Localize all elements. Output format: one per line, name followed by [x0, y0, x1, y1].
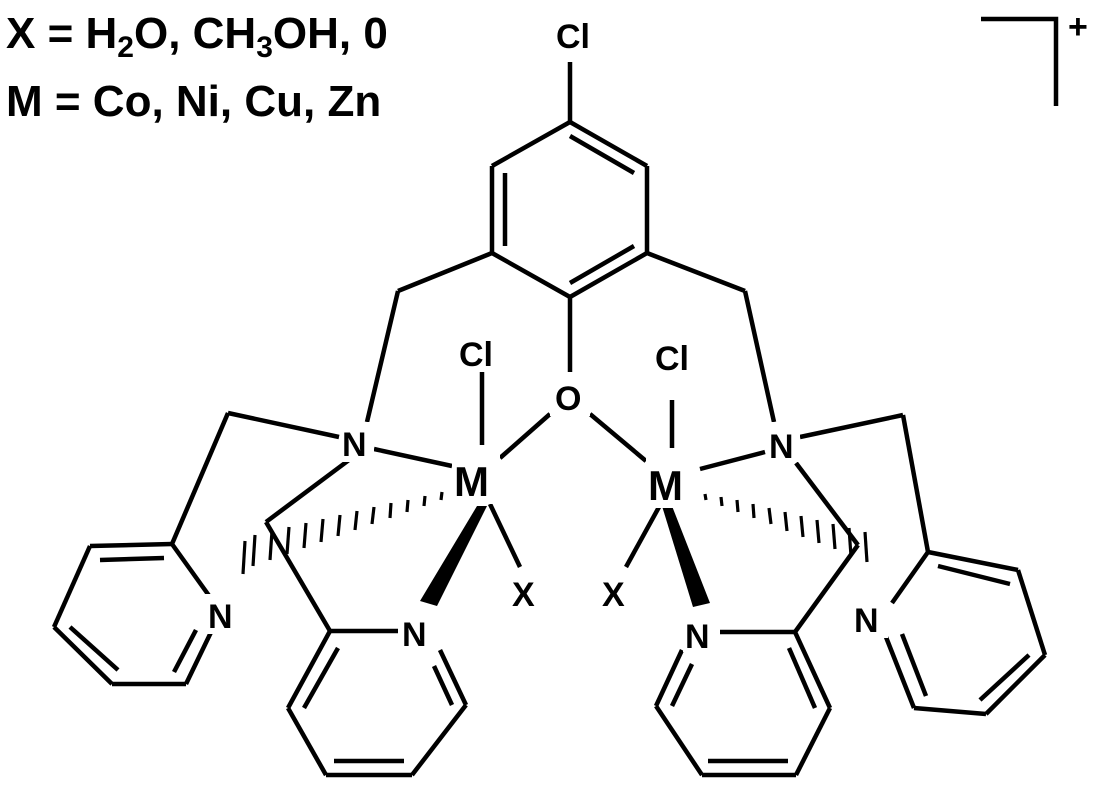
- label-right-metal: M: [648, 462, 683, 509]
- left-inner-pyridine: [286, 628, 469, 778]
- label-right-amine-n: N: [769, 428, 794, 466]
- left-hashed-bond: [241, 487, 461, 575]
- atom-labels: Cl O Cl Cl M M N N X X N N N N: [205, 14, 888, 656]
- benzylic-arms: [364, 250, 777, 423]
- label-left-apical-cl: Cl: [459, 336, 493, 374]
- label-left-x: X: [512, 576, 535, 614]
- right-hashed-bond: [703, 493, 869, 563]
- left-wedge-bond: [420, 506, 487, 606]
- label-right-x: X: [602, 576, 625, 614]
- label-left-inner-pyridine-n: N: [402, 616, 427, 654]
- label-left-outer-pyridine-n: N: [208, 598, 233, 636]
- left-coordination-sphere: [51, 372, 552, 778]
- label-phenoxo-o: O: [555, 380, 581, 418]
- label-left-metal: M: [454, 458, 489, 505]
- left-outer-pyridine: [51, 541, 217, 687]
- right-outer-pyridine: [881, 549, 1048, 717]
- right-wedge-bond: [662, 506, 710, 607]
- central-aryl-ring: [489, 62, 650, 372]
- label-right-outer-pyridine-n: N: [854, 602, 879, 640]
- legend: X = H2O, CH3OH, 0 M = Co, Ni, Cu, Zn: [6, 9, 388, 126]
- label-right-inner-pyridine-n: N: [685, 618, 710, 656]
- charge-sign: +: [1068, 8, 1088, 46]
- label-left-amine-n: N: [342, 426, 367, 464]
- label-right-apical-cl: Cl: [655, 340, 689, 378]
- right-coordination-sphere: [588, 400, 1048, 778]
- right-inner-pyridine: [653, 629, 833, 778]
- charge-bracket: +: [981, 8, 1088, 106]
- label-top-cl: Cl: [556, 18, 590, 56]
- legend-m-line: M = Co, Ni, Cu, Zn: [6, 77, 381, 126]
- bracket-line: [981, 16, 1059, 106]
- legend-x-line: X = H2O, CH3OH, 0: [6, 9, 388, 64]
